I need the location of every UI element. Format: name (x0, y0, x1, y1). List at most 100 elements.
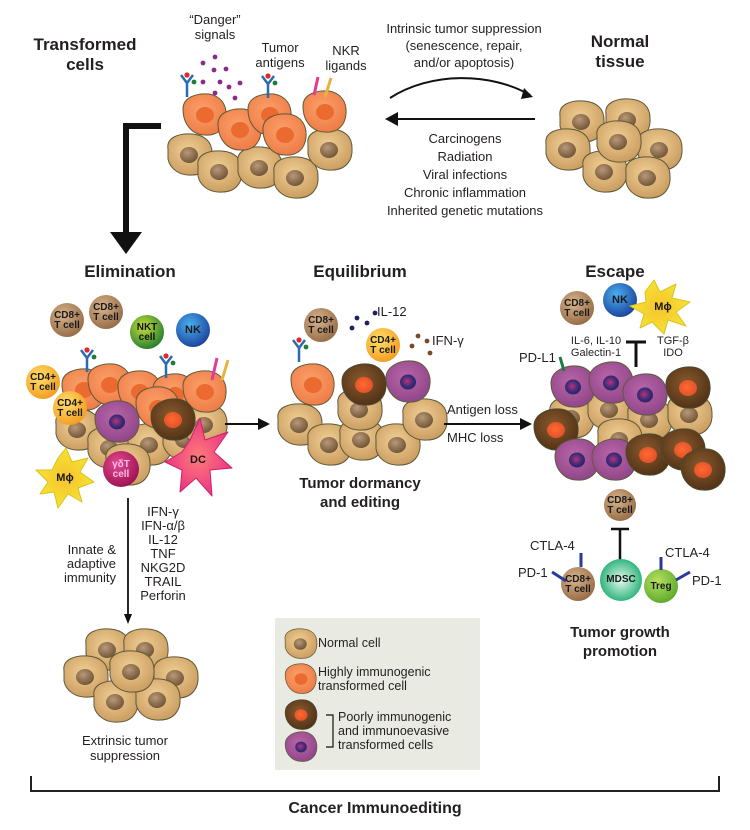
equil-cd4-label: CD4+ T cell (370, 335, 396, 356)
elim-cd4-b-label: CD4+ T cell (57, 398, 83, 419)
mediator-item: IFN-γ (147, 504, 179, 519)
elim-nkt-cell (130, 315, 164, 349)
escape-inhibitors-left: IL-6, IL-10 Galectin-1 (565, 335, 627, 359)
inhibitor-item: IL-6, IL-10 (570, 335, 622, 347)
elimination-title: Elimination (84, 262, 176, 281)
supp-cd8-left-cell (561, 567, 595, 601)
extrinsic-suppression-cluster (63, 628, 199, 723)
elim-cd4-b-cell (53, 391, 87, 425)
supp-treg-cell (644, 569, 678, 603)
escape-cd8-label: CD8+ T cell (564, 298, 590, 319)
label-line: and editing (320, 494, 400, 511)
label-line: Tumor (261, 40, 299, 55)
title-line: Transformed (33, 35, 137, 54)
legend-label: and immunoevasive (338, 724, 450, 738)
ifng-dots (409, 333, 433, 356)
label-line: Tumor growth (570, 624, 670, 641)
inhibitor-item: IDO (663, 347, 683, 359)
ifng-label: IFN-γ (432, 333, 464, 348)
antigen-loss-label: Antigen loss (447, 402, 518, 417)
elim-cd8-a-label: CD8+ T cell (54, 310, 80, 331)
legend-label: transformed cell (318, 679, 407, 693)
elim-gdt-cell (103, 451, 139, 487)
label-line: immunity (63, 570, 116, 585)
pd1-left-label: PD-1 (518, 565, 548, 580)
il12-dots (349, 310, 378, 331)
cancer-immunoediting-title: Cancer Immunoediting (288, 800, 462, 817)
label-line: ligands (325, 58, 367, 73)
label-line: “Danger” (189, 12, 241, 27)
label-line: signals (194, 27, 236, 42)
escape-inhibitors-right: TGF-β IDO (648, 335, 698, 359)
innate-adaptive-label: Innate & adaptive immunity (40, 543, 116, 585)
supp-cd8-top-cell (604, 489, 636, 521)
transformation-causes: Carcinogens Radiation Viral infections C… (365, 130, 565, 220)
mediator-item: TNF (150, 546, 176, 561)
extrinsic-suppression-label: Extrinsic tumor suppression (55, 733, 195, 763)
escape-nk-cell (603, 283, 637, 317)
normal-tissue-title: Normal tissue (570, 32, 670, 72)
danger-signal-dots (200, 54, 243, 101)
mediator-item: TRAIL (144, 574, 182, 589)
pdl1-label: PD-L1 (519, 350, 556, 365)
to-elimination-arrow (123, 123, 161, 238)
elim-nk-label: NK (185, 324, 201, 336)
cause-item: Viral infections (422, 167, 508, 182)
escape-macrophage-shape (629, 279, 691, 335)
label-line: NKR (332, 43, 360, 58)
label-line: and/or apoptosis) (413, 55, 515, 70)
equil-cd8-label: CD8+ T cell (308, 315, 334, 336)
cause-item: Inherited genetic mutations (386, 203, 544, 218)
transformed-cells-cluster (167, 54, 353, 199)
escape-cluster (533, 356, 726, 491)
ctla4-left-label: CTLA-4 (530, 538, 575, 553)
legend-label: Highly immunogenic (318, 665, 431, 679)
elim-dc-label: DC (190, 454, 206, 466)
ctla4-right-label: CTLA-4 (665, 545, 710, 560)
elim-macrophage-shape (35, 447, 95, 509)
inhibitor-item: Galectin-1 (570, 347, 622, 359)
escape-title: Escape (585, 262, 645, 281)
label-line: Intrinsic tumor suppression (386, 21, 542, 36)
il12-label: IL-12 (377, 304, 407, 319)
mediator-item: IL-12 (148, 532, 178, 547)
supp-treg-label: Treg (650, 581, 672, 592)
immunoediting-bracket (30, 776, 720, 792)
equilibrium-cluster (277, 336, 448, 466)
equilibrium-title: Equilibrium (313, 262, 407, 281)
label-line: suppression (89, 748, 161, 763)
mediator-item: NKG2D (140, 560, 186, 575)
equil-cd4-cell (366, 328, 400, 362)
cause-item: Chronic inflammation (403, 185, 527, 200)
supp-mdsc-label: MDSC (606, 574, 636, 585)
legend-label: transformed cells (338, 738, 434, 752)
escape-nk-label: NK (612, 294, 628, 306)
elimination-mediators: IFN-γ IFN-α/β IL-12 TNF NKG2D TRAIL Perf… (133, 505, 193, 603)
title-line: tissue (595, 52, 645, 71)
legend-label: Poorly immunogenic (338, 710, 452, 724)
elim-nk-cell (176, 313, 210, 347)
transformed-cells-title: Transformed cells (20, 35, 150, 75)
cause-item: Carcinogens (428, 131, 502, 146)
escape-cd8-cell (560, 291, 594, 325)
legend-evasive-cells: Poorly immunogenic and immunoevasive tra… (338, 710, 451, 752)
cause-item: Radiation (437, 149, 493, 164)
supp-cd8-left-label: CD8+ T cell (565, 574, 591, 595)
title-line: Normal (590, 32, 650, 51)
legend-label: Normal cell (318, 636, 381, 650)
title-line: cells (66, 55, 104, 74)
legend-immunogenic-cell: Highly immunogenic transformed cell (318, 665, 431, 693)
intrinsic-suppression-label: Intrinsic tumor suppression (senescence,… (370, 20, 558, 71)
tumor-growth-promotion-label: Tumor growth promotion (555, 623, 685, 661)
elim-cd4-a-cell (26, 365, 60, 399)
label-line: Innate & (67, 542, 116, 557)
elim-gdt-label: γδT cell (112, 459, 130, 480)
elim-macrophage-label: Mϕ (56, 472, 74, 484)
mediator-item: Perforin (140, 588, 186, 603)
tumor-dormancy-label: Tumor dormancy and editing (290, 474, 430, 512)
elim-dc-shape (164, 417, 233, 497)
legend-bracket (326, 714, 334, 748)
label-line: Tumor dormancy (299, 475, 421, 492)
elim-cd8-b-label: CD8+ T cell (93, 302, 119, 323)
